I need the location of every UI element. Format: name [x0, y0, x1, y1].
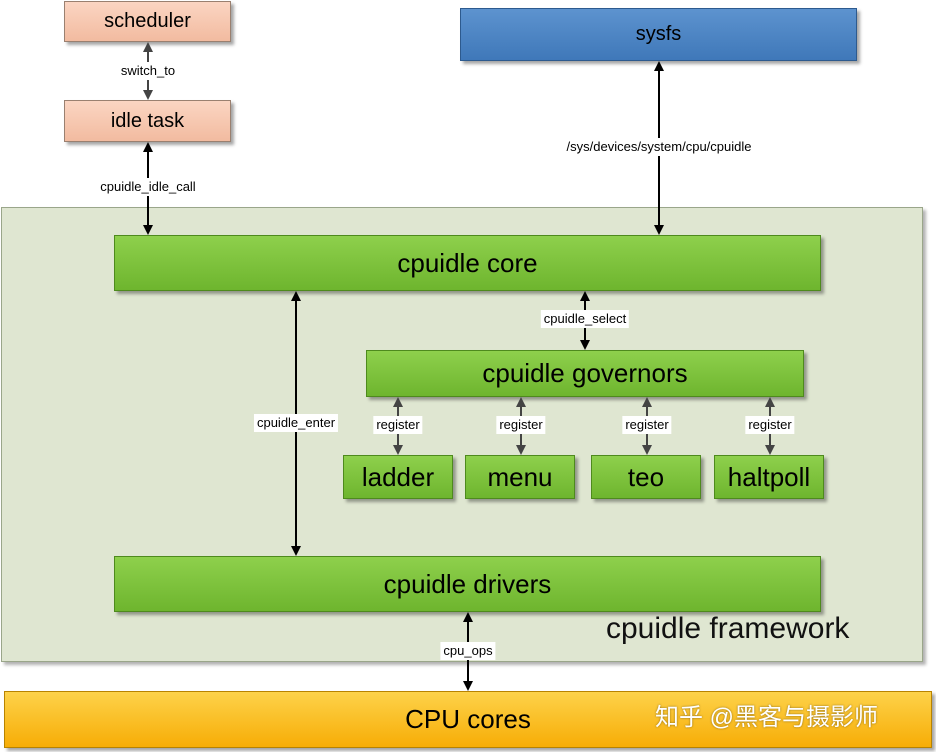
- cpuidle-governors-label: cpuidle governors: [482, 358, 688, 388]
- edge-label-register-ladder: register: [373, 416, 423, 434]
- edge-label-cpuidle-select: cpuidle_select: [540, 310, 630, 328]
- cpu-cores-node: CPU cores: [4, 691, 932, 748]
- edge-label-cpuidle-enter: cpuidle_enter: [253, 414, 339, 432]
- edge-label-register-haltpoll: register: [745, 416, 795, 434]
- edge-label-cpuidle-idle-call: cpuidle_idle_call: [97, 178, 199, 196]
- teo-node: teo: [591, 455, 701, 499]
- ladder-label: ladder: [361, 461, 435, 492]
- cpuidle-drivers-node: cpuidle drivers: [114, 556, 821, 612]
- teo-label: teo: [627, 461, 665, 492]
- sysfs-node: sysfs: [460, 8, 857, 61]
- cpuidle-core-label: cpuidle core: [397, 247, 538, 278]
- edge-label-sysfs-path: /sys/devices/system/cpu/cpuidle: [563, 138, 755, 156]
- menu-label: menu: [487, 461, 553, 492]
- watermark: 知乎 @黑客与摄影师: [655, 704, 879, 731]
- cpuidle-governors-node: cpuidle governors: [366, 350, 804, 397]
- ladder-node: ladder: [343, 455, 453, 499]
- cpuidle-drivers-label: cpuidle drivers: [383, 568, 552, 599]
- idle-task-node: idle task: [64, 100, 231, 142]
- framework-label: cpuidle framework: [606, 612, 850, 645]
- scheduler-node: scheduler: [64, 1, 231, 42]
- sysfs-label: sysfs: [635, 23, 682, 45]
- haltpoll-node: haltpoll: [714, 455, 824, 499]
- haltpoll-label: haltpoll: [727, 461, 811, 492]
- edge-label-register-teo: register: [622, 416, 672, 434]
- cpuidle-core-node: cpuidle core: [114, 235, 821, 291]
- edge-label-switch-to: switch_to: [117, 62, 179, 80]
- edge-label-cpu-ops: cpu_ops: [440, 642, 496, 660]
- menu-node: menu: [465, 455, 575, 499]
- idle-task-label: idle task: [110, 109, 185, 132]
- cpu-cores-label: CPU cores: [405, 704, 531, 734]
- scheduler-label: scheduler: [104, 10, 191, 32]
- edge-label-register-menu: register: [496, 416, 546, 434]
